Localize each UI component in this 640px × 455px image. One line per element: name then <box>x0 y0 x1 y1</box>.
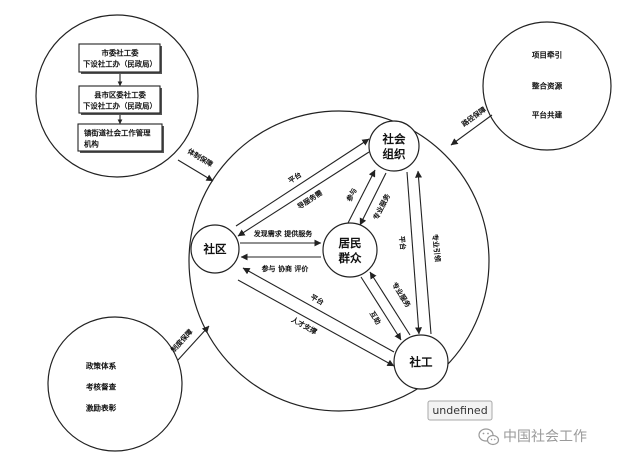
system-item-assessment: 考核督查 <box>86 382 117 392</box>
edge-social-org-to-worker <box>406 171 422 335</box>
governance-structure-circle <box>35 14 199 178</box>
node-social-worker-circle <box>393 334 449 390</box>
watermark-text: 中国社会工作 <box>503 429 587 445</box>
city-committee-line1: 市委社工委 <box>102 49 140 58</box>
node-social-worker: 社工 <box>393 334 449 390</box>
county-committee-line1: 县市区委社工委 <box>94 91 146 100</box>
system-guarantee-group: 政策体系 考核督查 激励表彰 制度保障 <box>47 316 210 452</box>
edge-worker-to-social-org <box>415 170 432 335</box>
label-community-residents-upper: 发现需求 提供服务 <box>253 229 313 238</box>
path-item-project: 项目牵引 <box>532 50 562 60</box>
wechat-icon <box>478 428 500 446</box>
edge-worker-to-residents <box>369 271 411 336</box>
institutional-guarantee-arrow <box>177 159 214 182</box>
image-tooltip: undefined <box>427 400 493 421</box>
node-community-circle <box>190 224 240 274</box>
image-tooltip-box <box>427 400 493 421</box>
image-tooltip-text: undefined <box>432 404 487 417</box>
edge-community-to-worker <box>237 279 395 367</box>
linkage-main-circle <box>188 110 490 412</box>
node-residents-line2: 群众 <box>338 251 362 265</box>
label-community-residents-lower: 参与 协商 评价 <box>262 264 310 273</box>
system-item-policy: 政策体系 <box>86 361 117 371</box>
edge-social-org-to-residents <box>359 172 387 226</box>
node-social-org-line2: 组织 <box>383 147 406 161</box>
path-item-platform: 平台共建 <box>532 110 563 120</box>
path-guarantee-circle <box>482 21 612 151</box>
path-guarantee-arrow <box>450 114 493 146</box>
township-agency-line1: 镇街道社会工作管理 <box>84 129 151 138</box>
system-guarantee-circle <box>47 316 183 452</box>
node-community-label: 社区 <box>203 242 227 256</box>
label-social-org-worker-left: 平台 <box>397 236 407 251</box>
township-agency-line2: 机构 <box>84 140 99 149</box>
governance-structure-group: 市委社工委 下设社工办（民政局） 县市区委社工委 下设社工办（民政局） 镇街道社… <box>35 14 215 182</box>
node-social-worker-label: 社工 <box>409 355 433 369</box>
node-social-org: 社会 组织 <box>368 120 420 172</box>
label-social-org-worker-right: 专业引领 <box>431 234 443 263</box>
edge-residents-to-social-org <box>347 169 376 224</box>
node-social-org-circle <box>368 120 420 172</box>
system-item-incentive: 激励表彰 <box>86 403 117 413</box>
city-committee-box <box>78 43 161 73</box>
node-community: 社区 <box>190 224 240 274</box>
edge-community-to-social-org <box>235 138 370 227</box>
edge-residents-to-worker <box>360 276 402 341</box>
watermark: 中国社会工作 <box>478 428 587 446</box>
node-residents-circle <box>322 222 378 278</box>
node-residents: 居民 群众 <box>322 222 378 278</box>
county-committee-box <box>78 85 161 114</box>
edge-social-org-to-community <box>237 151 370 237</box>
city-committee-line2: 下设社工办（民政局） <box>83 60 157 69</box>
county-committee-line2: 下设社工办（民政局） <box>83 102 157 111</box>
node-residents-line1: 居民 <box>339 236 362 250</box>
path-item-resources: 整合资源 <box>531 81 563 91</box>
township-agency-box <box>77 123 163 152</box>
system-guarantee-arrow <box>177 325 210 361</box>
edge-worker-to-community <box>242 267 395 353</box>
node-social-org-line1: 社会 <box>382 132 406 146</box>
